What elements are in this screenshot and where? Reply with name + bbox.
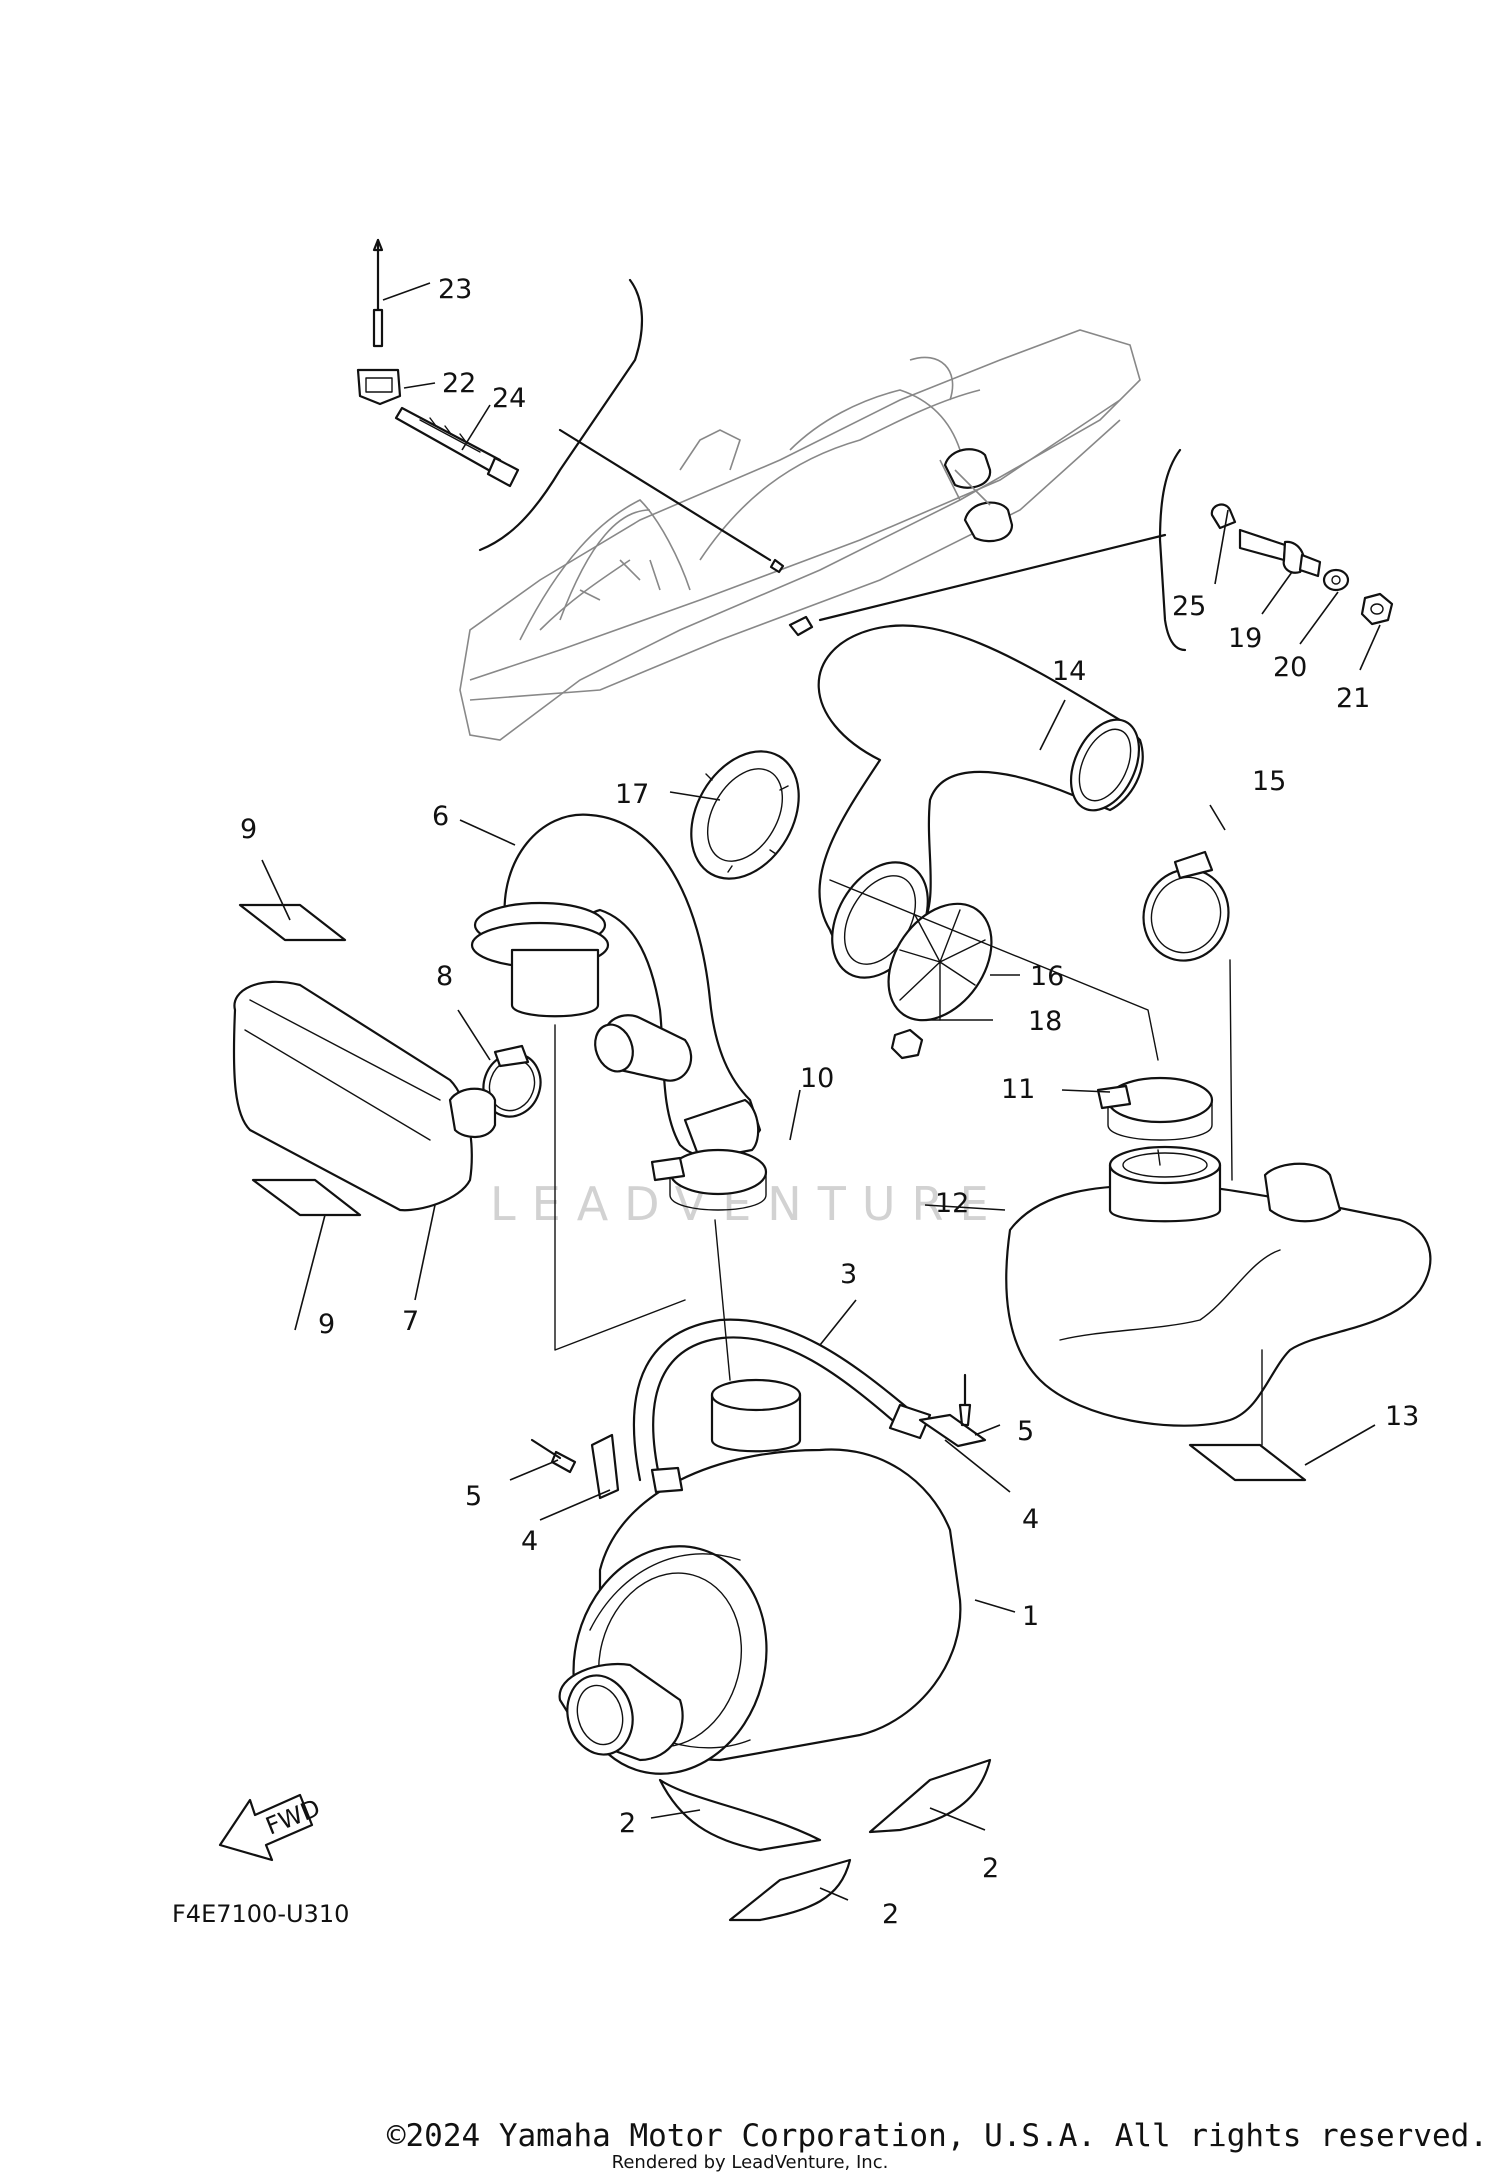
callout-13: 13 xyxy=(1385,1401,1419,1432)
clip-22 xyxy=(356,368,402,406)
hose-clamp-15 xyxy=(1142,850,1230,962)
heat-pad-2-b xyxy=(868,1758,992,1834)
callout-21: 21 xyxy=(1336,683,1370,714)
baffle-plate-16 xyxy=(887,902,993,1022)
rivet-5-right xyxy=(958,1373,972,1427)
callout-leaders xyxy=(261,282,1381,1901)
callout-7: 7 xyxy=(402,1306,419,1337)
callout-2-b: 2 xyxy=(982,1853,999,1884)
inset-bracket-right xyxy=(1158,448,1187,652)
nut-18 xyxy=(890,1028,924,1060)
callouts: 23 22 24 25 19 20 21 14 15 17 16 18 6 8 … xyxy=(240,274,1419,1930)
callout-22: 22 xyxy=(442,368,476,399)
callout-18: 18 xyxy=(1028,1006,1062,1037)
callout-3: 3 xyxy=(840,1259,857,1290)
callout-12: 12 xyxy=(935,1188,969,1219)
pad-9-upper xyxy=(238,903,347,942)
fwd-arrow: FWD xyxy=(218,1794,324,1862)
callout-6: 6 xyxy=(432,801,449,832)
callout-11: 11 xyxy=(1001,1074,1035,1105)
exhaust-pipe-6 xyxy=(470,813,762,1162)
nut-21 xyxy=(1360,592,1394,626)
heat-pad-2-a xyxy=(658,1778,822,1852)
callout-24: 24 xyxy=(492,383,526,414)
callout-8: 8 xyxy=(436,961,453,992)
strap-3 xyxy=(632,1318,942,1494)
callout-9-upper: 9 xyxy=(240,814,257,845)
inset-point-left xyxy=(769,558,785,574)
hose-clamp-10 xyxy=(650,1148,768,1211)
callout-4-left: 4 xyxy=(521,1526,538,1557)
muffler-12 xyxy=(1005,1145,1432,1427)
copyright-notice: ©2024 Yamaha Motor Corporation, U.S.A. A… xyxy=(386,2118,1488,2154)
water-muffler-1 xyxy=(558,1378,962,1775)
inset-bracket-left xyxy=(478,278,643,552)
callout-4-right: 4 xyxy=(1022,1504,1039,1535)
inset-leader-right xyxy=(818,533,1167,622)
callout-16: 16 xyxy=(1030,961,1064,992)
pad-13 xyxy=(1188,1443,1307,1482)
rendered-by-notice: Rendered by LeadVenture, Inc. xyxy=(611,2152,889,2173)
hose-clamp-11 xyxy=(1096,1076,1214,1141)
clip-25 xyxy=(1210,503,1237,530)
callout-20: 20 xyxy=(1273,652,1307,683)
diagram-code: F4E7100-U310 xyxy=(172,1900,349,1928)
gasket-17 xyxy=(690,750,800,880)
bolt-19 xyxy=(1238,528,1322,578)
callout-5-right: 5 xyxy=(1017,1416,1034,1447)
callout-9-lower: 9 xyxy=(318,1309,335,1340)
callout-5-left: 5 xyxy=(465,1481,482,1512)
inset-point-right xyxy=(788,615,814,637)
rivet-5-left xyxy=(530,1438,577,1474)
callout-10: 10 xyxy=(800,1063,834,1094)
washer-20 xyxy=(1322,568,1350,592)
cable-tie-24 xyxy=(394,406,520,488)
callout-23: 23 xyxy=(438,274,472,305)
callout-14: 14 xyxy=(1052,656,1086,687)
callout-2-a: 2 xyxy=(619,1808,636,1839)
callout-15: 15 xyxy=(1252,766,1286,797)
inset-leader-left xyxy=(558,428,772,562)
assembly-lines xyxy=(554,879,1263,1446)
callout-17: 17 xyxy=(615,779,649,810)
callout-19: 19 xyxy=(1228,623,1262,654)
callout-1: 1 xyxy=(1022,1601,1039,1632)
pad-9-lower xyxy=(251,1178,362,1217)
muffler-box-7 xyxy=(232,980,497,1212)
hose-clamp-8 xyxy=(482,1044,542,1118)
callout-2-c: 2 xyxy=(882,1899,899,1930)
callout-25: 25 xyxy=(1172,591,1206,622)
rivet-pin-23 xyxy=(372,238,384,348)
bracket-4-right xyxy=(918,1413,987,1448)
heat-pad-2-c xyxy=(728,1858,852,1922)
bracket-4-left xyxy=(590,1433,620,1500)
